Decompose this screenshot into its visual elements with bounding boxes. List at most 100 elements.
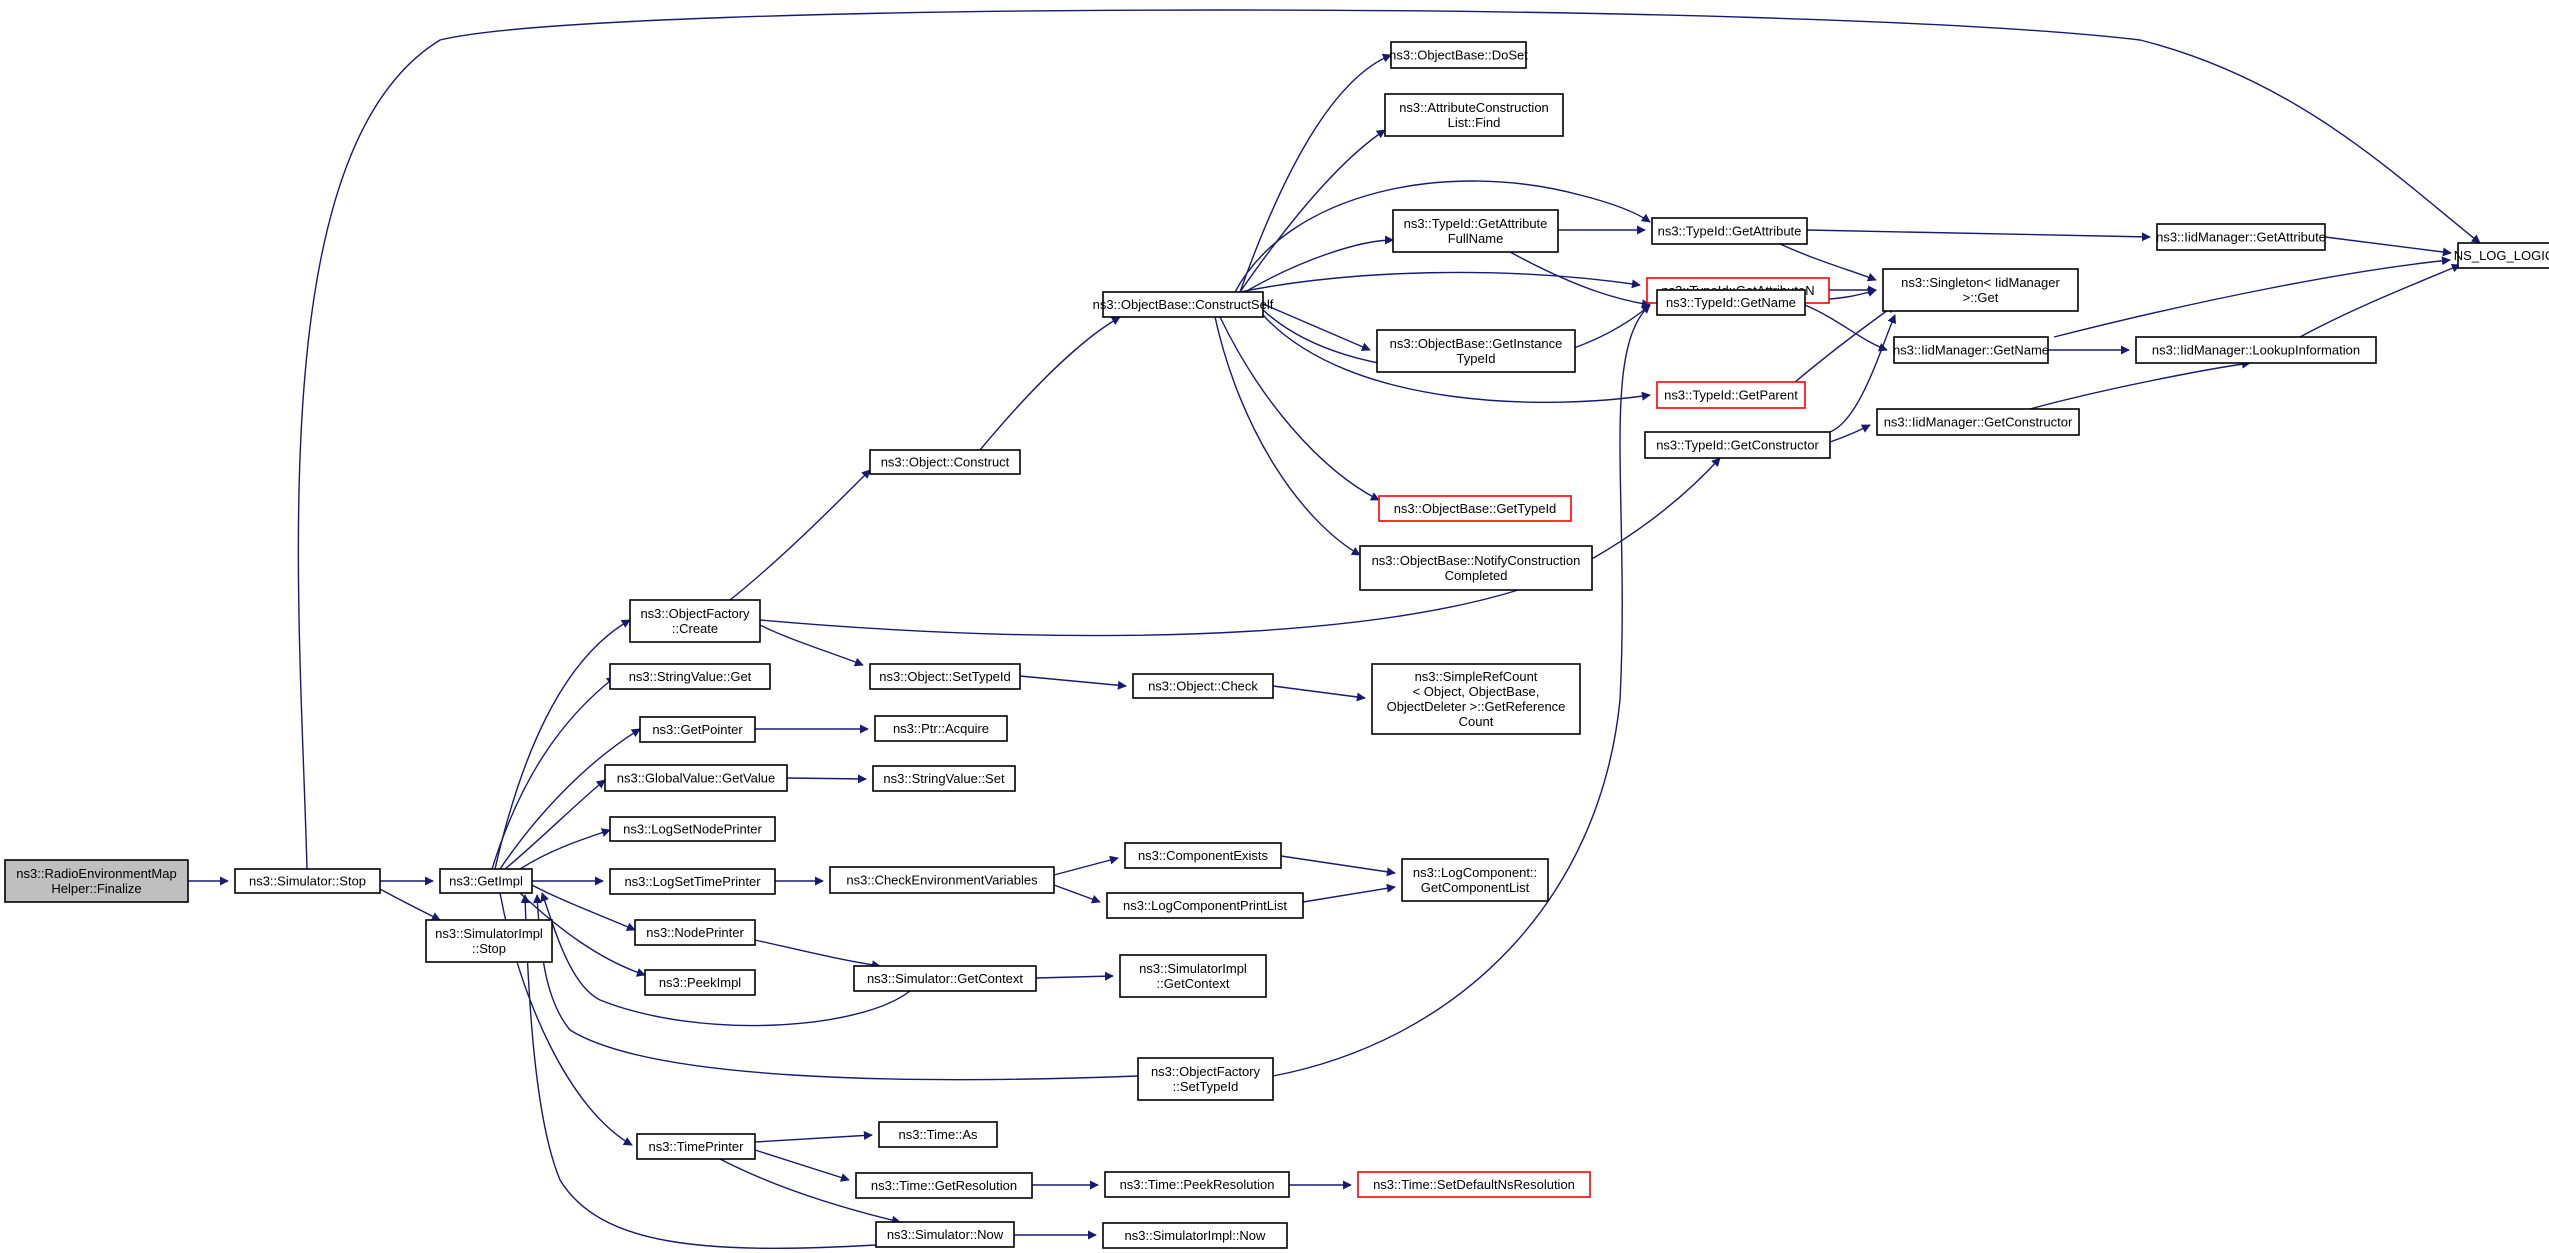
node-ns3-typeid-getname[interactable]: ns3::TypeId::GetName [1656,289,1806,316]
node-ns3-timeprinter[interactable]: ns3::TimePrinter [636,1133,756,1160]
node-ns3-logcomponentprintlist[interactable]: ns3::LogComponentPrintList [1106,892,1304,919]
node-ns3-ptr-acquire[interactable]: ns3::Ptr::Acquire [874,715,1008,742]
node-label-line: ns3::PeekImpl [659,975,741,990]
node-ns3-logsetnodeprinter[interactable]: ns3::LogSetNodePrinter [609,816,776,842]
node-label-line: ns3::IidManager::GetName [1893,343,2049,358]
node-ns3-simplerefcount-object-objectbase-objectdeleter-getreference-count[interactable]: ns3::SimpleRefCount< Object, ObjectBase,… [1371,663,1581,735]
node-ns3-time-getresolution[interactable]: ns3::Time::GetResolution [855,1172,1033,1199]
node-ns3-simulator-getcontext[interactable]: ns3::Simulator::GetContext [853,965,1037,992]
node-ns3-time-peekresolution[interactable]: ns3::Time::PeekResolution [1104,1171,1290,1198]
edge-n20-to-n24 [1239,271,1641,293]
node-label-line: ns3::StringValue::Set [883,771,1005,786]
edge-n20-to-n22 [1239,129,1386,293]
node-label-line: NS_LOG_LOGIC [2454,248,2549,263]
node-ns3-globalvalue-getvalue[interactable]: ns3::GlobalValue::GetValue [604,764,788,792]
edge-n23-to-n26 [1509,251,1651,309]
node-ns3-componentexists[interactable]: ns3::ComponentExists [1124,842,1282,869]
node-label-line: >::Get [1963,290,1999,305]
edge-n20-to-n30 [1234,180,1651,293]
node-ns3-typeid-getattribute[interactable]: ns3::TypeId::GetAttribute [1651,217,1808,245]
node-label-line: ns3::LogSetNodePrinter [623,822,762,837]
edge-n33-to-n2 [2053,256,2451,338]
node-label-line: ns3::TimePrinter [649,1139,745,1154]
node-ns3-objectbase-constructself[interactable]: ns3::ObjectBase::ConstructSelf [1093,291,1274,318]
node-ns3-objectbase-notifyconstruction-completed[interactable]: ns3::ObjectBase::NotifyConstructionCompl… [1359,545,1593,591]
edge-n41-to-n43 [1280,855,1396,877]
edge-n15-to-n16 [719,1158,901,1225]
node-label-line: ns3::SimpleRefCount [1415,669,1538,684]
node-ns-log-logic[interactable]: NS_LOG_LOGIC [2454,242,2549,269]
edge-n14-to-n3 [532,894,1139,1081]
node-label-line: ns3::RadioEnvironmentMap [16,866,176,881]
node-ns3-typeid-getconstructor[interactable]: ns3::TypeId::GetConstructor [1644,431,1831,459]
node-label-line: ns3::Ptr::Acquire [893,721,989,736]
edge-n30-to-n32 [1779,243,1877,282]
edge-n20-to-n23 [1244,235,1394,293]
edge-n11-to-n13 [754,939,881,970]
edge-n30-to-n31 [1806,229,2151,242]
node-ns3-peekimpl[interactable]: ns3::PeekImpl [644,969,756,996]
edge-n3-to-n9 [519,828,611,870]
edge-n5-to-n19 [759,457,1721,637]
node-ns3-objectfactory-create[interactable]: ns3::ObjectFactory::Create [629,599,761,643]
node-label-line: ns3::Simulator::Now [887,1227,1004,1242]
node-label-line: ns3::Simulator::Stop [249,874,366,889]
node-label-line: ns3::SimulatorImpl::Now [1125,1228,1266,1243]
node-ns3-getimpl[interactable]: ns3::GetImpl [439,868,533,894]
node-label-line: ::Stop [472,941,506,956]
node-label-line: ns3::TypeId::GetAttribute [1404,216,1548,231]
node-ns3-iidmanager-getname[interactable]: ns3::IidManager::GetName [1893,336,2049,364]
node-ns3-nodeprinter[interactable]: ns3::NodePrinter [634,919,756,946]
node-label-line: TypeId [1456,351,1495,366]
node-ns3-checkenvironmentvariables[interactable]: ns3::CheckEnvironmentVariables [829,866,1055,894]
edge-n18-to-n36 [1019,675,1127,690]
node-label-line: ns3::TypeId::GetParent [1664,388,1798,403]
node-ns3-getpointer[interactable]: ns3::GetPointer [639,716,756,743]
edge-n3-to-n8 [504,779,606,870]
node-label-line: ns3::TypeId::GetName [1666,295,1796,310]
edge-n3-to-n11 [531,884,636,931]
node-label-line: ::SetTypeId [1173,1079,1239,1094]
node-ns3-iidmanager-getattribute[interactable]: ns3::IidManager::GetAttribute [2156,223,2326,251]
edge-n3-to-n7 [499,728,641,870]
node-ns3-iidmanager-lookupinformation[interactable]: ns3::IidManager::LookupInformation [2135,336,2377,364]
node-ns3-objectbase-gettypeid[interactable]: ns3::ObjectBase::GetTypeId [1378,495,1572,522]
edge-n3-to-n5 [494,619,631,870]
node-ns3-objectfactory-settypeid[interactable]: ns3::ObjectFactory::SetTypeId [1137,1057,1274,1101]
edge-n20-to-n21 [1239,53,1392,293]
node-ns3-typeid-getparent[interactable]: ns3::TypeId::GetParent [1656,381,1806,409]
node-label-line: FullName [1448,231,1504,246]
node-ns3-time-setdefaultnsresolution[interactable]: ns3::Time::SetDefaultNsResolution [1357,1171,1591,1198]
node-label-line: GetComponentList [1421,880,1530,895]
node-ns3-simulatorimpl-getcontext[interactable]: ns3::SimulatorImpl::GetContext [1119,954,1267,998]
node-ns3-iidmanager-getconstructor[interactable]: ns3::IidManager::GetConstructor [1876,408,2080,436]
edge-n42-to-n43 [1302,883,1396,903]
node-label-line: ns3::SimulatorImpl [435,926,543,941]
node-ns3-stringvalue-get[interactable]: ns3::StringValue::Get [609,663,771,690]
node-ns3-stringvalue-set[interactable]: ns3::StringValue::Set [872,765,1016,792]
node-label-line: ns3::Time::SetDefaultNsResolution [1373,1177,1575,1192]
node-ns3-simulatorimpl-stop[interactable]: ns3::SimulatorImpl::Stop [425,919,553,963]
node-ns3-object-settypeid[interactable]: ns3::Object::SetTypeId [869,663,1021,690]
node-ns3-logcomponent-getcomponentlist[interactable]: ns3::LogComponent::GetComponentList [1401,858,1549,902]
node-label-line: List::Find [1448,115,1501,130]
node-ns3-simulator-stop[interactable]: ns3::Simulator::Stop [234,868,381,894]
edge-n15-to-n46 [754,1149,850,1182]
edge-n5-to-n18 [759,624,864,667]
node-ns3-object-construct[interactable]: ns3::Object::Construct [869,449,1021,475]
node-ns3-time-as[interactable]: ns3::Time::As [878,1121,998,1148]
node-ns3-logsettimeprinter[interactable]: ns3::LogSetTimePrinter [609,868,776,895]
edge-n26-to-n33 [1804,304,1888,352]
node-ns3-objectbase-doset[interactable]: ns3::ObjectBase::DoSet [1389,41,1528,69]
node-ns3-singleton-iidmanager-get[interactable]: ns3::Singleton< IidManager>::Get [1882,268,2079,312]
node-ns3-simulatorimpl-now[interactable]: ns3::SimulatorImpl::Now [1102,1222,1288,1249]
node-ns3-object-check[interactable]: ns3::Object::Check [1132,673,1274,699]
edge-n5-to-n17 [729,469,871,601]
node-label-line: ns3::Time::PeekResolution [1120,1177,1275,1192]
edge-n1-to-n4 [379,888,441,921]
node-ns3-simulator-now[interactable]: ns3::Simulator::Now [875,1221,1015,1248]
